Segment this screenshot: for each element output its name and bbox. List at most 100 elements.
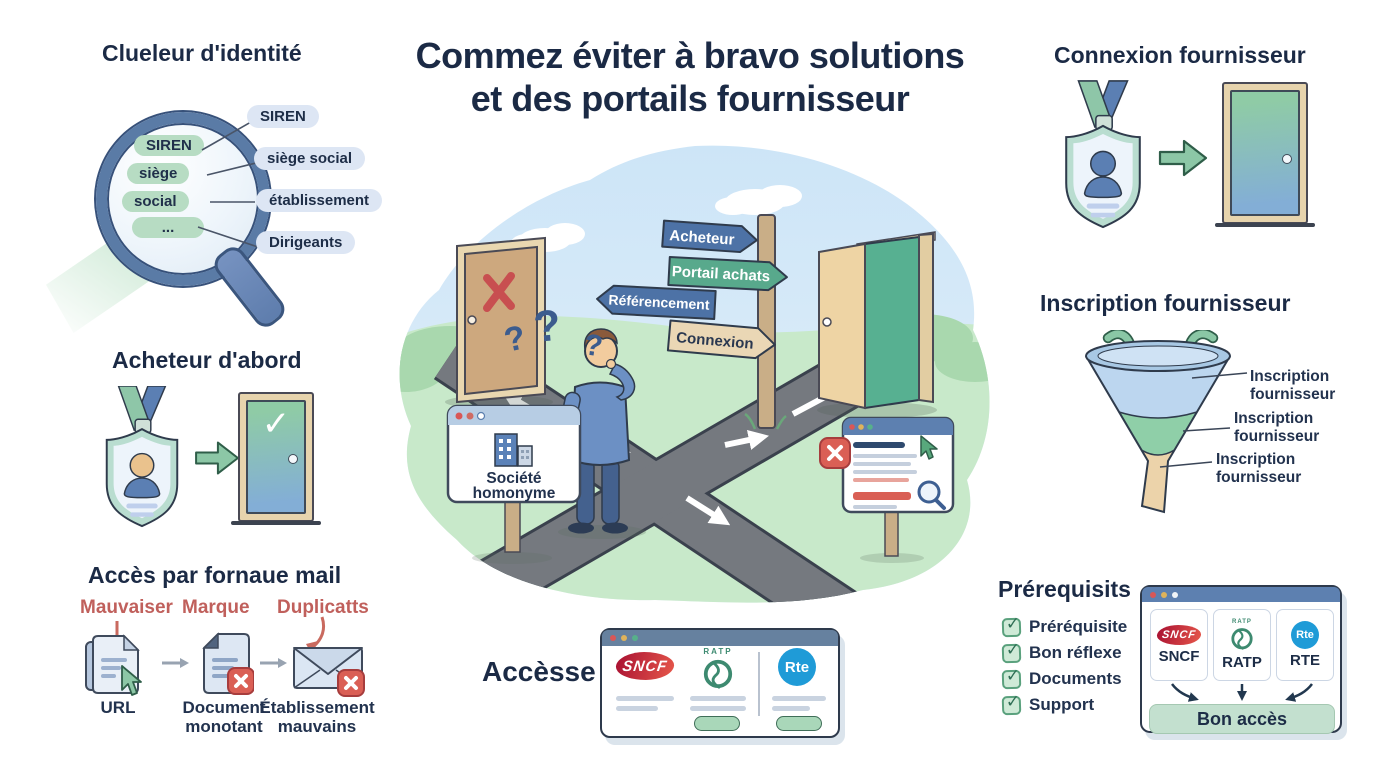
homonym-sign: Société homonyme (446, 404, 582, 564)
ratp-ring-icon (1231, 628, 1253, 650)
crossroads-illustration: Acheteur Portail achats Référencement Co… (399, 145, 990, 603)
identity-label-dirigeants: Dirigeants (256, 231, 356, 254)
badge-icon (105, 386, 179, 528)
identity-heading: Clueleur d'identité (102, 40, 302, 66)
connexion-heading: Connexion fournisseur (1054, 42, 1306, 68)
checkbox-icon: ✓ (1001, 640, 1022, 664)
green-button (694, 716, 740, 731)
door-check-icon: ✓ (231, 392, 321, 525)
prereq-item-1: Préréquisite (1029, 617, 1128, 636)
sncf-logo-text: SNCF (1161, 629, 1197, 641)
sign-referencement-label: Référencement (608, 291, 710, 312)
prereq-item-3: Documents (1029, 669, 1122, 688)
door-knob (1282, 154, 1292, 164)
question-mark: ? (582, 328, 605, 363)
magnifier-small-icon (917, 480, 946, 510)
check-glyph: ✓ (1005, 691, 1021, 712)
rte-logo-text: Rte (1296, 629, 1314, 641)
funnel-label-3: Inscription fournisseur (1216, 451, 1302, 486)
sign-portail-label: Portail achats (671, 263, 770, 285)
ratp-logo-text: RATP (1232, 619, 1252, 625)
rte-logo-text: Rte (784, 658, 810, 676)
text-line (690, 706, 746, 711)
document-error-icon (202, 632, 254, 695)
rte-logo: Rte (1291, 621, 1319, 649)
sncf-logo: SNCF (614, 652, 676, 680)
door-panel: ✓ (246, 400, 306, 514)
card-label: RTE (1290, 652, 1320, 669)
search-result-sign (819, 416, 955, 563)
check-glyph: ✓ (1005, 665, 1021, 686)
ratp-ring-icon (703, 659, 733, 689)
arrow-right-icon (1158, 139, 1208, 177)
acheteur-heading: Acheteur d'abord (112, 347, 302, 373)
sign-portail-achats: Portail achats (667, 255, 788, 292)
card-label: RATP (1222, 654, 1262, 671)
funnel-label-1: Inscription fournisseur (1250, 368, 1336, 403)
browser-titlebar (602, 630, 838, 646)
caption-url: URL (100, 698, 136, 717)
url-pages-icon (85, 634, 142, 696)
ratp-logo-text: RATP (703, 647, 733, 656)
flow-arrows (1171, 683, 1313, 702)
dot-red-icon (1150, 591, 1156, 598)
sign-referencement: Référencement (596, 284, 717, 321)
prereq-item-2: Bon réflexe (1029, 643, 1122, 662)
door-panel (1230, 90, 1300, 216)
text-line (616, 706, 658, 711)
prereq-item-4: Support (1029, 695, 1095, 714)
arrow-right-icon (195, 441, 239, 475)
rte-logo: Rte (778, 648, 816, 686)
dot-yellow-icon (621, 635, 627, 641)
check-glyph: ✓ (1005, 639, 1021, 660)
caption-document: Document monotant (182, 698, 266, 736)
acces-browser-window: SNCF RATP Rte (600, 628, 840, 738)
funnel-icon (1085, 330, 1231, 514)
checkbox-icon: ✓ (1001, 692, 1022, 716)
warning-mauvaiser: Mauvaiser (80, 597, 173, 618)
open-door-icon (817, 231, 937, 418)
identity-label-etablissement: établissement (256, 189, 383, 212)
card-label: SNCF (1158, 648, 1200, 665)
checkbox-icon: ✓ (1001, 614, 1022, 638)
sign-acheteur-label: Acheteur (669, 227, 735, 249)
browser-titlebar (1142, 587, 1340, 602)
lens-item-siege: siège (127, 163, 190, 184)
ratp-logo: RATP (694, 647, 742, 690)
dot-green-icon (632, 635, 638, 641)
sign-acheteur: Acheteur (661, 219, 758, 254)
sncf-logo-text: SNCF (621, 657, 669, 675)
dot-red-icon (610, 635, 616, 641)
badge-icon (1065, 80, 1141, 229)
x-badge-icon (819, 437, 851, 469)
homonym-line1: Société (486, 470, 542, 487)
divider (758, 652, 760, 716)
closed-door-icon (445, 236, 553, 409)
check-icon: ✓ (261, 405, 291, 443)
check-glyph: ✓ (1005, 613, 1021, 634)
warning-marque: Marque (182, 597, 250, 618)
sign-connexion-label: Connexion (676, 329, 755, 353)
homonym-line2: homonyme (473, 485, 556, 502)
door-knob (288, 454, 298, 464)
text-line (772, 706, 810, 711)
ratp-logo: RATP (1230, 619, 1254, 651)
clouds (511, 185, 802, 252)
inscription-heading: Inscription fournisseur (1040, 290, 1291, 316)
bon-acces-bar: Bon accès (1149, 704, 1335, 734)
cursor-icon (920, 435, 938, 460)
identity-label-siege-social: siège social (254, 147, 366, 170)
buildings-icon (494, 433, 533, 467)
gray-arrow-icon (162, 658, 189, 668)
text-line (616, 696, 674, 701)
warning-duplicatts: Duplicatts (277, 597, 369, 618)
lens-item-more: ... (132, 217, 204, 238)
funnel-label-2: Inscription fournisseur (1234, 410, 1320, 445)
door-icon (1215, 82, 1315, 227)
title-line2: et des portails fournisseur (470, 78, 910, 120)
gray-arrow-icon (260, 658, 287, 668)
caption-etablissement: Établissement mauvains (259, 698, 375, 736)
sncf-logo: SNCF (1155, 625, 1203, 645)
title-line1: Commez éviter à bravo solutions (415, 35, 965, 76)
